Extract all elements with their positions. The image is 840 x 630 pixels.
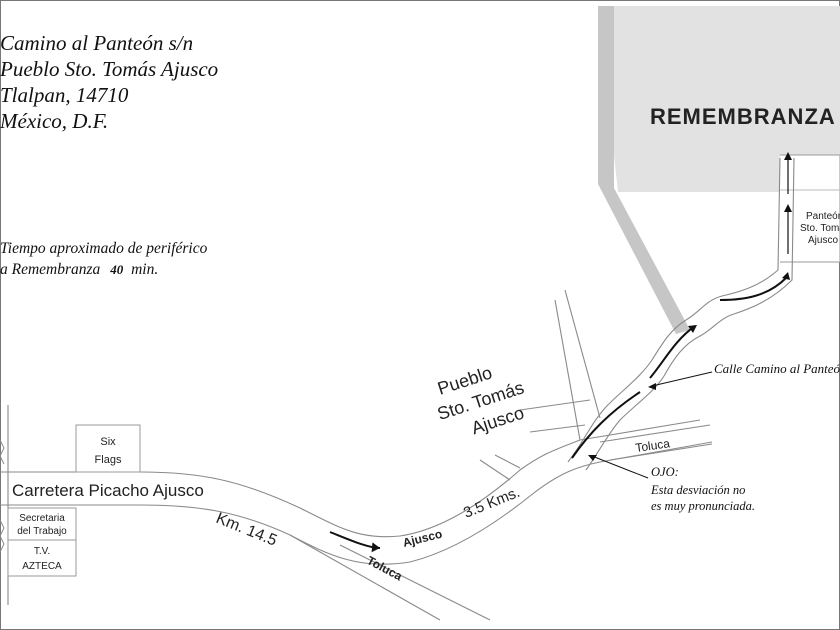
boundary-band: [598, 6, 690, 334]
travel-time-block: Tiempo aproximado de periférico a Rememb…: [0, 240, 208, 278]
secretaria-box: [7, 507, 77, 541]
travel-time-line-2: a Remembranza 40 min.: [0, 261, 158, 278]
panteon-label-2: Sto. Tomás: [800, 223, 840, 234]
panteon-label-1: Panteón: [806, 211, 840, 222]
street-callout-label: Calle Camino al Panteón: [714, 361, 840, 376]
distance-label: 3.5 Kms.: [461, 484, 522, 522]
toluca-lower-road: [289, 534, 491, 621]
remembranza-area: [598, 6, 840, 192]
travel-time-minutes: 40: [109, 262, 124, 277]
carretera-picacho-ajusco: [0, 419, 713, 565]
pueblo-label: Pueblo Sto. Tomás Ajusco: [435, 362, 527, 438]
tv-azteca-label-1: T.V.: [34, 546, 50, 557]
toluca-lower-label: Toluca: [365, 553, 405, 583]
remembranza-label: REMEMBRANZA: [650, 104, 836, 129]
six-flags-label-1: Six: [100, 436, 116, 448]
travel-time-unit: min.: [131, 261, 158, 278]
callout-arrow-street: [651, 371, 713, 387]
toluca-upper-road: [599, 424, 713, 461]
six-flags-label-2: Flags: [95, 454, 122, 466]
note-line-2: es muy pronunciada.: [651, 499, 755, 513]
route-path: [329, 152, 792, 553]
callout-arrowhead-note: [588, 455, 597, 461]
address-line-2: Pueblo Sto. Tomás Ajusco: [0, 57, 218, 81]
tv-azteca-box: [7, 539, 77, 577]
camino-al-panteon-road: [567, 157, 795, 471]
callout-arrow-note: [591, 455, 649, 479]
note-title: OJO:: [651, 465, 679, 479]
address-line-1: Camino al Panteón s/n: [0, 31, 193, 55]
secretaria-label-2: del Trabajo: [17, 526, 67, 537]
panteon-block: [780, 154, 840, 263]
panteon-label-3: Ajusco: [808, 235, 838, 246]
note-line-1: Esta desviación no: [650, 483, 745, 497]
address-line-4: México, D.F.: [0, 109, 108, 133]
toluca-upper-label: Toluca: [634, 436, 671, 455]
six-flags-box: [75, 424, 141, 473]
carretera-label: Carretera Picacho Ajusco: [12, 481, 204, 500]
address-block: Camino al Panteón s/n Pueblo Sto. Tomás …: [0, 31, 218, 133]
secretaria-label-1: Secretaria: [19, 513, 65, 524]
km-marker-label: Km. 14.5: [214, 510, 280, 550]
callout-arrowhead-street: [648, 383, 656, 390]
tv-azteca-label-2: AZTECA: [22, 561, 62, 572]
travel-time-line-1: Tiempo aproximado de periférico: [0, 240, 208, 257]
pueblo-streets: [479, 289, 601, 481]
ajusco-road-label: Ajusco: [401, 527, 443, 550]
travel-time-prefix: a Remembranza: [0, 261, 101, 278]
address-line-3: Tlalpan, 14710: [0, 83, 129, 107]
